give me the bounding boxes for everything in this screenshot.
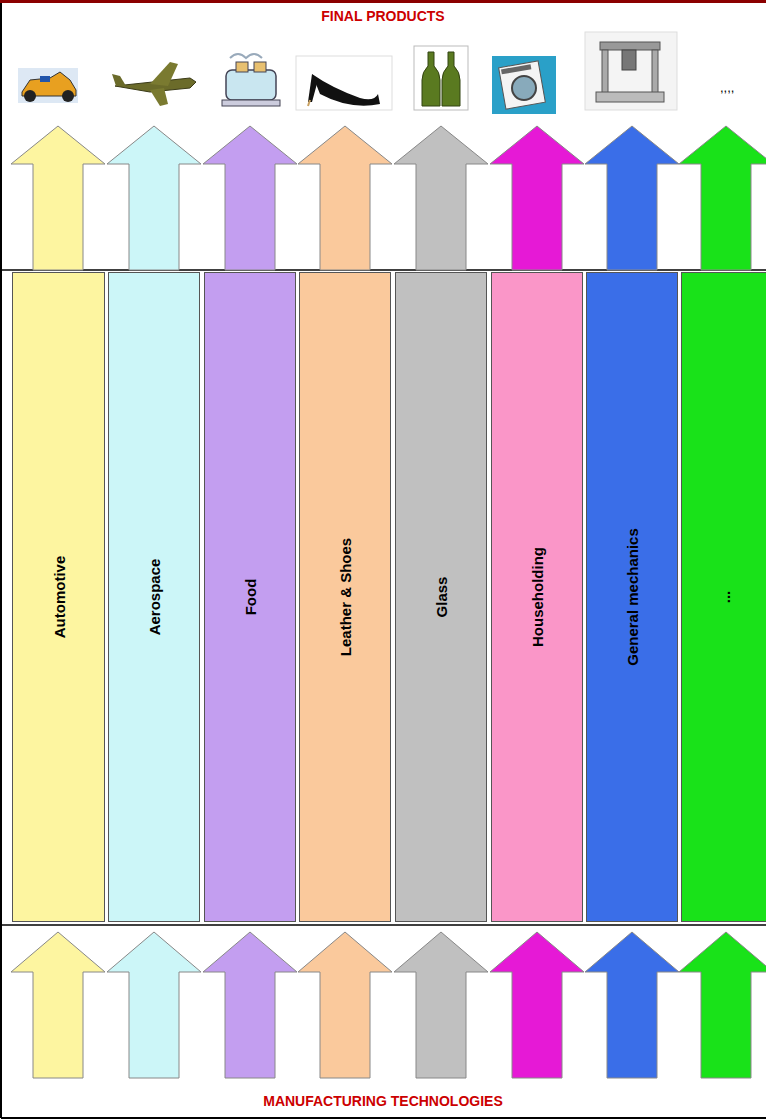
industry-band: Householding (491, 272, 583, 922)
industry-band: Glass (395, 272, 487, 922)
flow-arrow (107, 932, 201, 1078)
diagram-caption: MANUFACTURING TECHNOLOGIES (263, 1093, 503, 1109)
machine-tool-icon (585, 32, 677, 110)
flow-arrow (585, 932, 679, 1078)
bottles-icon (414, 46, 468, 110)
flow-arrow (107, 126, 201, 270)
flow-arrow (298, 126, 392, 270)
flow-arrow (679, 126, 766, 270)
band-label: Food (242, 579, 259, 616)
band-label: General mechanics (624, 528, 641, 666)
top-bar (0, 0, 766, 3)
frame-left (0, 3, 2, 1118)
flow-arrow (11, 932, 105, 1078)
band-label: ... (716, 591, 733, 604)
industry-band: Automotive (12, 272, 105, 922)
flow-arrow (585, 126, 679, 270)
flow-arrow (394, 126, 488, 270)
plane-icon (112, 62, 196, 106)
flow-arrow (203, 126, 297, 270)
divider-line (1, 924, 766, 926)
ellipsis-label: ,,,, (720, 80, 734, 95)
industry-band: Aerospace (108, 272, 200, 922)
band-label: Glass (433, 577, 450, 618)
washing-machine-icon (492, 56, 556, 114)
industry-band: ... (681, 272, 766, 922)
flow-arrow (490, 932, 584, 1078)
flow-arrow (394, 932, 488, 1078)
flow-arrow (298, 932, 392, 1078)
diagram-title: FINAL PRODUCTS (321, 8, 444, 24)
flow-arrow (679, 932, 766, 1078)
arrow-group (11, 126, 766, 1078)
flow-arrow (490, 126, 584, 270)
shoe-icon (296, 56, 392, 110)
band-label: Householding (529, 547, 546, 647)
band-label: Automotive (50, 556, 67, 639)
industry-band: General mechanics (586, 272, 678, 922)
band-label: Leather & Shoes (337, 538, 354, 656)
toaster-icon (222, 54, 280, 106)
industry-band: Leather & Shoes (299, 272, 391, 922)
industry-band: Food (204, 272, 296, 922)
race-car-icon (18, 68, 78, 103)
flow-arrow (203, 932, 297, 1078)
flow-arrow (11, 126, 105, 270)
frame-bottom (1, 1117, 766, 1119)
band-label: Aerospace (146, 559, 163, 636)
